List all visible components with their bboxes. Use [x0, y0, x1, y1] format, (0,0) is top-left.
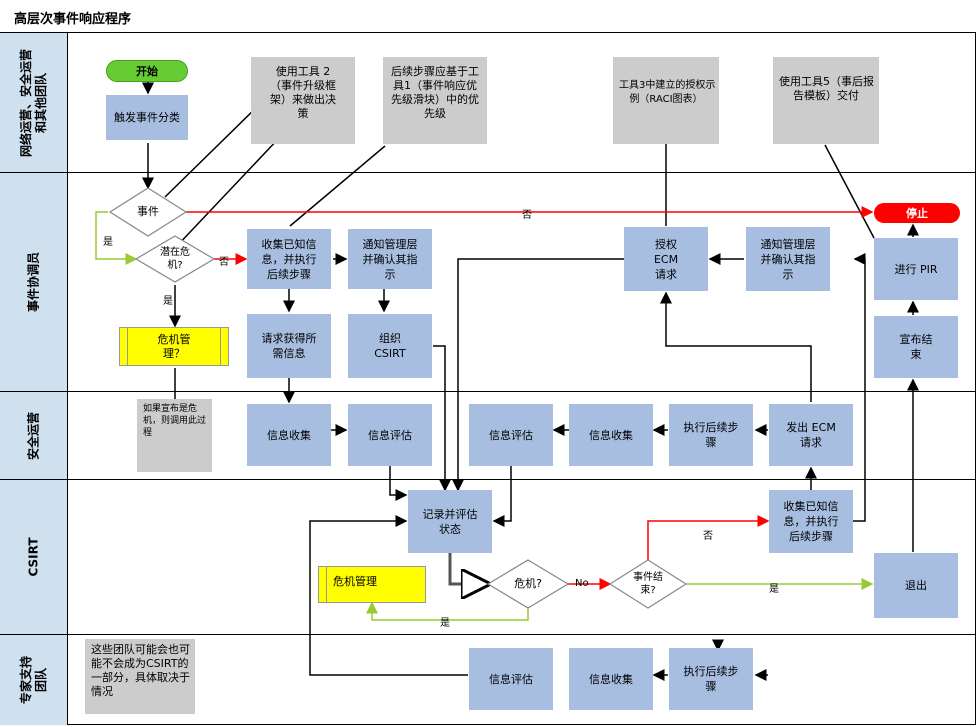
no-label: 否	[522, 210, 532, 221]
no-label: No	[575, 578, 589, 589]
no-label: 否	[703, 531, 713, 542]
info-collect-box-2: 信息收集	[569, 404, 653, 466]
crisis-management-box: 危机管 理？	[119, 327, 229, 366]
note-crisis: 如果宣布是危 机，则调用此过 程	[137, 399, 212, 472]
box-bar	[220, 328, 228, 365]
crisis2-decision-label: 危机?	[514, 577, 542, 590]
note-tool3: 工具3中建立的授权示 例（RACI图表）	[613, 57, 719, 144]
info-collect-box: 信息收集	[247, 404, 331, 466]
no-label: 否	[219, 257, 229, 268]
crisis-decision-label: 潜在危 机?	[160, 247, 190, 271]
page-title: 高层次事件响应程序	[14, 12, 132, 27]
yes-label: 是	[163, 296, 173, 307]
collect-info-box: 收集已知信 息，并执行 后续步骤	[247, 229, 331, 289]
end-decision-label: 事件结 束?	[633, 572, 663, 596]
followup-box: 执行后续步 骤	[669, 404, 753, 466]
title-bar: 高层次事件响应程序	[0, 0, 976, 33]
crisis-management-label: 危机管理	[333, 575, 377, 588]
lane-experts: 专家支持 团队	[0, 635, 976, 725]
classify-event-box: 触发事件分类	[106, 95, 188, 140]
lane-security-ops: 安全运营	[0, 392, 976, 480]
wide-connector	[448, 553, 488, 584]
notify-management-box-2: 通知管理层 并确认其指 示	[746, 227, 830, 291]
crisis-decision-diamond	[134, 235, 216, 283]
box-bar	[120, 328, 128, 365]
note-expert-teams: 这些团队可能会也可 能不会成为CSIRT的 一部分，具体取决于 情况	[85, 639, 195, 714]
run-pir-box: 进行 PIR	[874, 238, 958, 300]
lane-coordinator: 事件协调员	[0, 173, 976, 392]
exit-box: 退出	[874, 553, 958, 618]
crisis-management-box-2: 危机管理	[318, 566, 426, 603]
lane-label: 网络运营、安全运营 和其他团队	[0, 33, 68, 172]
issue-ecm-box: 发出 ECM 请求	[769, 404, 853, 466]
end-decision-diamond	[608, 559, 688, 609]
expert-followup-box: 执行后续步 骤	[669, 648, 753, 710]
event-decision-diamond	[108, 187, 188, 237]
lane-label: 专家支持 团队	[0, 635, 68, 725]
black-connectors	[142, 80, 919, 681]
note-tool5: 使用工具5（事后报 告模板）交付	[773, 57, 879, 144]
notify-management-box: 通知管理层 并确认其指 示	[348, 229, 432, 289]
crisis-management-label: 危机管 理？	[157, 332, 191, 360]
info-assess-box: 信息评估	[348, 404, 432, 466]
green-connectors	[95, 211, 874, 621]
lane-label: CSIRT	[0, 480, 68, 634]
collect-info-box-2: 收集已知信 息，并执行 后续步骤	[769, 490, 853, 553]
lane-label: 安全运营	[0, 392, 68, 479]
stop-node: 停止	[874, 203, 960, 223]
note-tool1: 后续步骤应基于工 具1（事件响应优 先级滑块）中的优 先级	[383, 57, 487, 144]
start-node: 开始	[106, 60, 188, 82]
crisis2-decision-diamond	[486, 559, 570, 609]
note-tool2: 使用工具 2 （事件升级框 架）来做出决 策	[251, 57, 355, 144]
declare-end-box: 宣布结 束	[874, 316, 958, 378]
expert-info-assess-box: 信息评估	[469, 648, 553, 710]
lane-label: 事件协调员	[0, 173, 68, 391]
event-decision-label: 事件	[137, 205, 159, 218]
request-info-box: 请求获得所 需信息	[247, 314, 331, 378]
lane-operations: 网络运营、安全运营 和其他团队	[0, 33, 976, 173]
yes-label: 是	[440, 618, 450, 629]
yes-label: 是	[103, 237, 113, 248]
organize-csirt-box: 组织 CSIRT	[348, 314, 432, 378]
lane-csirt: CSIRT	[0, 480, 976, 635]
expert-info-collect-box: 信息收集	[569, 648, 653, 710]
diamond-shapes	[108, 187, 688, 609]
record-assess-box: 记录并评估 状态	[408, 490, 492, 553]
red-connectors	[186, 206, 874, 590]
yes-label: 是	[769, 584, 779, 595]
info-assess-box-2: 信息评估	[469, 404, 553, 466]
authorize-ecm-box: 授权 ECM 请求	[624, 227, 708, 291]
box-bar	[319, 567, 327, 602]
